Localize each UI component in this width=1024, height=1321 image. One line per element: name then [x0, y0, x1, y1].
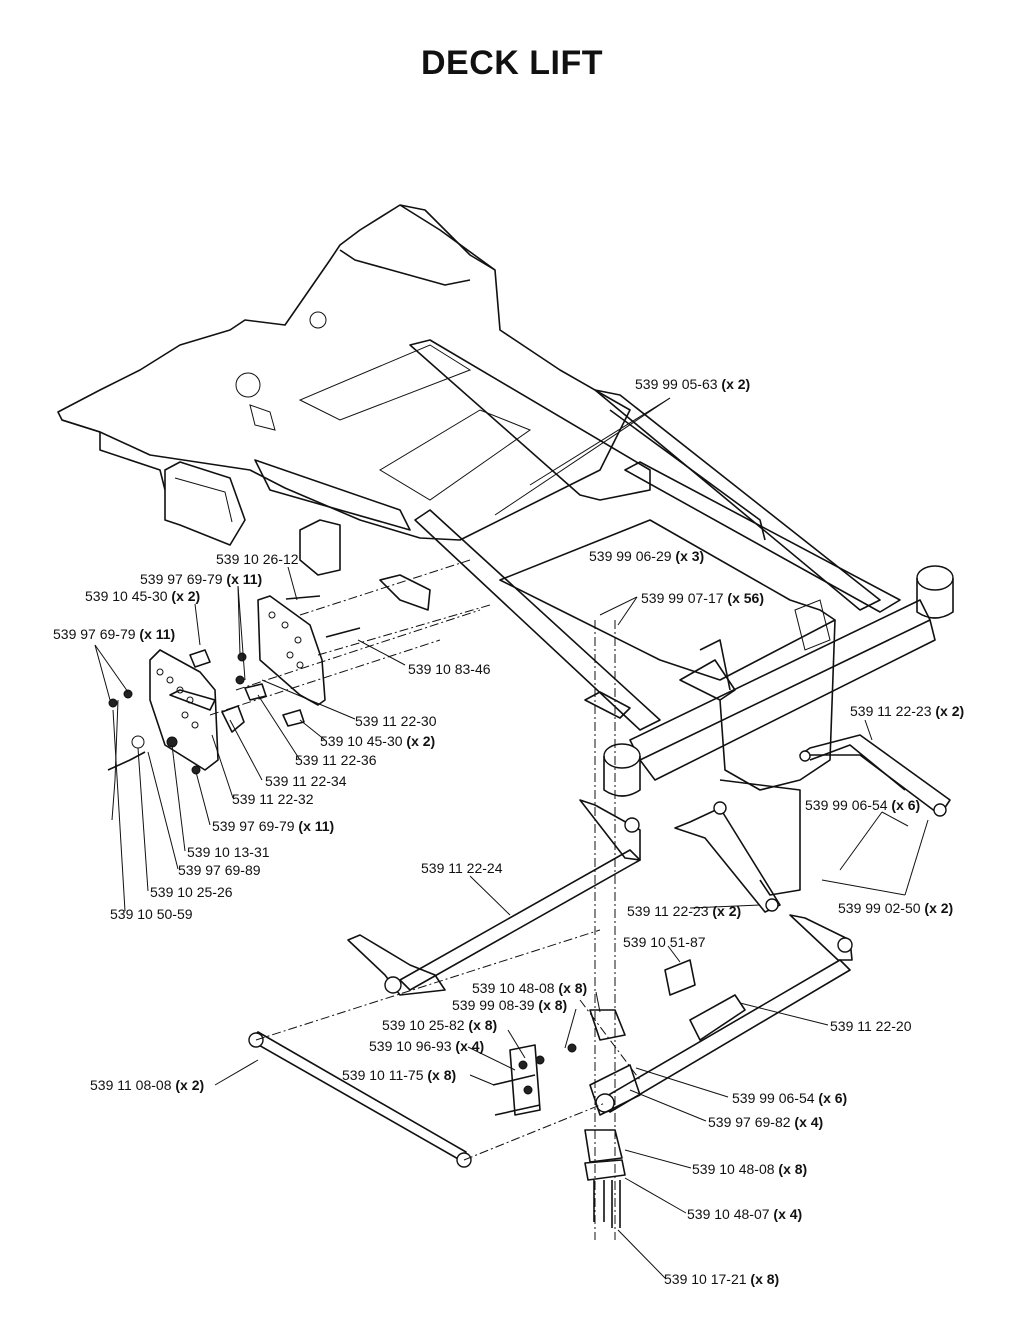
callout-c30: 539 10 11-75 (x 8): [342, 1067, 457, 1083]
callout-c10: 539 11 22-30: [355, 713, 437, 729]
callout-c35: 539 10 48-07 (x 4): [687, 1206, 803, 1222]
lift-shaft-right: [589, 914, 853, 1116]
callout-c18: 539 97 69-89: [178, 862, 261, 878]
page-title: DECK LIFT: [420, 44, 604, 82]
callout-c21: 539 10 50-59: [110, 906, 193, 922]
callout-c22: 539 11 22-23 (x 2): [627, 903, 742, 919]
callout-c06: 539 99 07-17 (x 56): [641, 590, 764, 606]
callout-c03: 539 99 06-29 (x 3): [589, 548, 705, 564]
callout-c36: 539 10 17-21 (x 8): [664, 1271, 780, 1287]
callout-c32: 539 99 06-54 (x 6): [732, 1090, 848, 1106]
callout-c33: 539 97 69-82 (x 4): [708, 1114, 824, 1130]
callout-c24: 539 10 51-87: [623, 934, 706, 950]
callout-c28: 539 11 22-20: [830, 1018, 912, 1034]
callout-c26: 539 99 08-39 (x 8): [452, 997, 568, 1013]
right-pivot-plate: [257, 595, 326, 706]
lift-shaft-left: [347, 799, 641, 996]
callout-c20: 539 10 25-26: [150, 884, 233, 900]
leader-lines: [94, 397, 929, 1279]
callout-c16: 539 97 69-79 (x 11): [212, 818, 335, 834]
callout-c13: 539 11 22-34: [265, 773, 347, 789]
callout-c25: 539 10 48-08 (x 8): [472, 980, 588, 996]
callout-c14: 539 11 22-32: [232, 791, 314, 807]
center-lines: [209, 559, 641, 1240]
callout-c15: 539 99 06-54 (x 6): [805, 797, 921, 813]
callout-c11: 539 10 45-30 (x 2): [320, 733, 436, 749]
callout-c04: 539 97 69-79 (x 11): [140, 571, 263, 587]
lower-brackets: [492, 959, 696, 1228]
left-pivot-plate: [149, 649, 219, 771]
callout-c23: 539 99 02-50 (x 2): [838, 900, 954, 916]
callout-c29: 539 10 96-93 (x 4): [369, 1038, 485, 1054]
lift-arm-right-upper: [799, 734, 951, 817]
callout-c17: 539 10 13-31: [187, 844, 270, 860]
chassis-frame: [57, 204, 954, 896]
callout-c19: 539 11 22-24: [421, 860, 503, 876]
callout-c07: 539 97 69-79 (x 11): [53, 626, 176, 642]
callout-c09: 539 11 22-23 (x 2): [850, 703, 965, 719]
callout-c34: 539 10 48-08 (x 8): [692, 1161, 808, 1177]
callout-c01: 539 99 05-63 (x 2): [635, 376, 751, 392]
callout-c08: 539 10 83-46: [408, 661, 491, 677]
callout-c02: 539 10 26-12: [216, 551, 299, 567]
lift-arm-right-lower: [674, 801, 781, 913]
callout-c27: 539 10 25-82 (x 8): [382, 1017, 498, 1033]
callout-c05: 539 10 45-30 (x 2): [85, 588, 201, 604]
callout-c12: 539 11 22-36: [295, 752, 377, 768]
callout-c31: 539 11 08-08 (x 2): [90, 1077, 205, 1093]
